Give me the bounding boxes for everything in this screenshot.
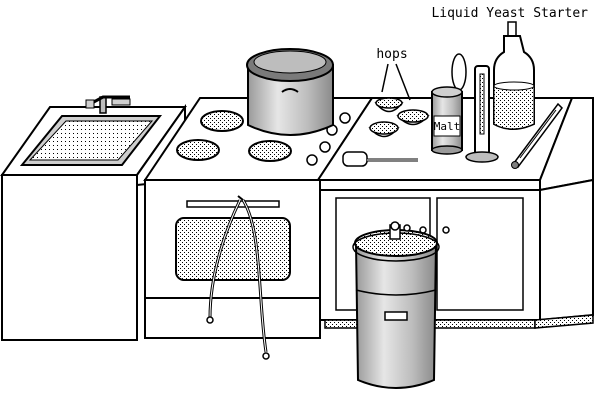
- kettle-handle: [281, 88, 299, 93]
- stove-knob-icon: [306, 154, 318, 166]
- malt-can: Malt: [431, 53, 467, 155]
- malt-label: Malt: [434, 120, 461, 133]
- hops-bowl-icon: [397, 109, 429, 123]
- hops-bowls: [368, 63, 430, 138]
- fermenter-bucket: [352, 221, 440, 389]
- stove-drawer: [144, 297, 321, 339]
- burner-icon: [176, 139, 220, 161]
- hops-bowl-icon: [369, 121, 399, 135]
- spoon: [342, 151, 418, 167]
- stove-knob-icon: [339, 112, 351, 124]
- burner-icon: [248, 140, 292, 162]
- hydrometer: [465, 65, 499, 163]
- hops-pointer: [395, 63, 411, 101]
- faucet-icon: [85, 95, 131, 114]
- yeast-starter-label: Liquid Yeast Starter: [431, 6, 588, 21]
- cabinet-door: [436, 197, 524, 311]
- hops-bowl-icon: [375, 97, 403, 109]
- thermometer: [511, 102, 563, 169]
- oven-window: [175, 217, 291, 281]
- oven-handle: [186, 200, 280, 208]
- can-lid: [451, 53, 467, 91]
- stove-knob-icon: [319, 141, 331, 153]
- door-knob-icon: [442, 226, 450, 234]
- sink-cabinet-front: [1, 174, 138, 341]
- hops-pointer: [381, 63, 389, 93]
- brew-kettle: [246, 48, 334, 136]
- yeast-starter-jug: [493, 21, 535, 130]
- burner-icon: [200, 110, 244, 132]
- hops-label: hops: [376, 47, 407, 62]
